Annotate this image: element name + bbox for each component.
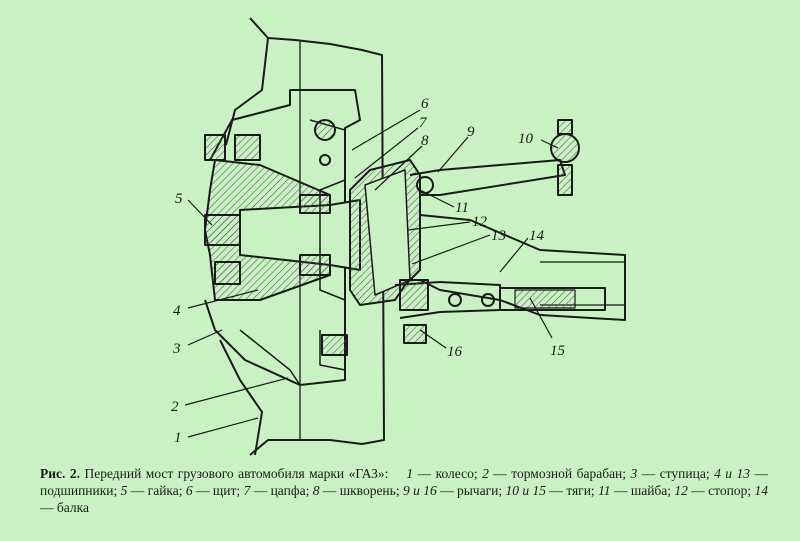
legend-number: 8 <box>312 483 320 498</box>
legend-entry: 3 — ступица; <box>631 466 715 481</box>
legend-number: 4 и 13 <box>714 466 751 481</box>
bearing-outer <box>299 194 331 214</box>
legend-entry: 9 и 16 — рычаги; <box>403 483 506 498</box>
callout-11: 11 <box>455 200 469 216</box>
callout-14: 14 <box>529 228 545 244</box>
legend-number: 12 <box>674 483 688 498</box>
callout-1: 1 <box>174 430 182 446</box>
legend-text: — цапфа; <box>250 483 313 498</box>
callout-16: 16 <box>447 344 463 360</box>
callout-5: 5 <box>175 191 183 207</box>
callout-3: 3 <box>172 341 181 357</box>
brake-drum <box>204 89 361 386</box>
front-axle-drawing: 1 2 3 4 5 6 7 8 9 10 11 12 13 14 15 16 <box>171 17 626 456</box>
legend-entry: 4 и 13 — подшипники; <box>40 466 768 498</box>
legend-text: — балка <box>40 500 89 515</box>
legend-number: 6 <box>185 483 193 498</box>
legend-text: — тяги; <box>545 483 599 498</box>
legend-entry: 8 — шкворень; <box>313 483 403 498</box>
legend-text: — шайба; <box>610 483 675 498</box>
callout-7: 7 <box>419 115 428 131</box>
legend-text: — подшипники; <box>40 466 769 498</box>
steering-arm <box>409 159 566 196</box>
callout-8: 8 <box>421 133 429 149</box>
legend-entry: 12 — стопор; <box>674 483 754 498</box>
figure-number: Рис. 2. <box>40 466 80 481</box>
legend-text: — колесо; <box>413 466 483 481</box>
lower-arm <box>394 281 501 319</box>
figure-title: Передний мост грузового автомобиля марки… <box>84 466 389 481</box>
legend-text: — щит; <box>192 483 244 498</box>
legend-entry: 1 — колесо; <box>393 466 482 481</box>
callout-10: 10 <box>518 131 534 147</box>
legend-entry: 14 — балка <box>40 483 768 515</box>
legend-entry: 5 — гайка; <box>121 483 186 498</box>
legend-number: 2 <box>482 466 489 481</box>
legend-number: 3 <box>630 466 638 481</box>
legend-text: — шкворень; <box>319 483 403 498</box>
shield <box>309 119 346 371</box>
legend-entry: 2 — тормозной барабан; <box>482 466 630 481</box>
legend-entry: 11 — шайба; <box>598 483 674 498</box>
axle-beam <box>419 214 626 321</box>
legend-entry: 7 — цапфа; <box>244 483 313 498</box>
figure-legend: 1 — колесо; 2 — тормозной барабан; 3 — с… <box>40 466 768 515</box>
figure-caption: Рис. 2. Передний мост грузового автомоби… <box>40 465 768 516</box>
callout-15: 15 <box>550 343 566 359</box>
tie-rod-end <box>550 133 580 163</box>
nut <box>204 214 241 246</box>
callout-4: 4 <box>173 303 181 319</box>
callout-9: 9 <box>467 124 475 140</box>
legend-entry: 10 и 15 — тяги; <box>505 483 598 498</box>
legend-text: — стопор; <box>687 483 755 498</box>
legend-number: 11 <box>598 483 611 498</box>
legend-number: 7 <box>243 483 251 498</box>
legend-number: 14 <box>754 483 769 498</box>
bearing-4 <box>299 254 331 276</box>
legend-number: 5 <box>120 483 128 498</box>
callout-6: 6 <box>421 96 429 112</box>
drag-link <box>500 287 606 311</box>
legend-text: — гайка; <box>127 483 186 498</box>
legend-text: — рычаги; <box>436 483 506 498</box>
legend-text: — ступица; <box>637 466 715 481</box>
callout-12: 12 <box>472 214 488 230</box>
legend-number: 10 и 15 <box>505 483 546 498</box>
legend-number: 1 <box>406 466 414 481</box>
legend-text: — тормозной барабан; <box>488 466 631 481</box>
legend-number: 9 и 16 <box>402 483 437 498</box>
legend-entry: 6 — щит; <box>186 483 244 498</box>
callout-2: 2 <box>171 399 179 415</box>
callout-13: 13 <box>491 228 506 244</box>
